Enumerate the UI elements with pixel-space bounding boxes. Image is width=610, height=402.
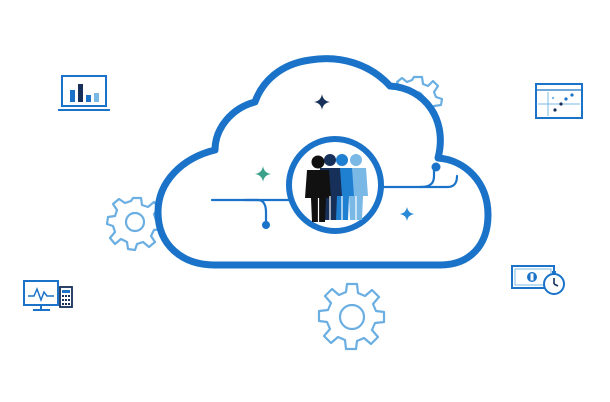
teal-sparkle-icon: [255, 166, 271, 182]
people-group-icon: [305, 154, 368, 222]
circuit-lines: [210, 168, 459, 224]
navy-sparkle-icon: [314, 94, 330, 110]
blue-sparkle-icon: [400, 207, 414, 221]
bar-chart-monitor-icon: [58, 75, 110, 111]
money-clock-icon: [511, 265, 565, 295]
circuit-node: [431, 162, 441, 172]
circuit-node: [262, 221, 270, 229]
gear-icon: [105, 196, 164, 252]
monitor-waveform-calculator-icon: [23, 280, 73, 311]
scatter-chart-window-icon: [535, 83, 583, 119]
gear-icon: [317, 282, 386, 351]
